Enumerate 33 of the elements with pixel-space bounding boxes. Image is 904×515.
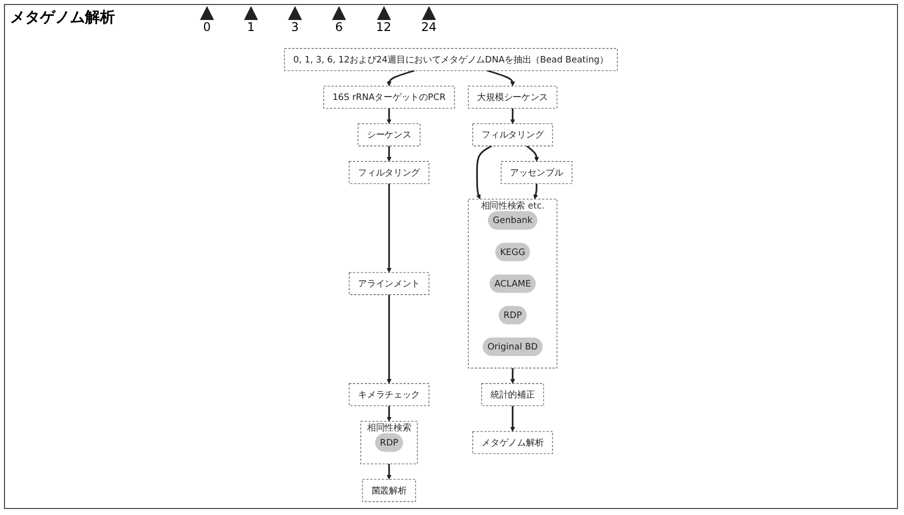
arrow (386, 464, 392, 480)
arrow (476, 145, 492, 200)
node-box: キメラチェック (349, 383, 430, 406)
arrow (487, 70, 516, 86)
node-box: 統計的補正 (481, 383, 544, 406)
arrow (510, 406, 516, 432)
arrow (386, 294, 392, 384)
arrow (386, 184, 392, 273)
week-label: 6 (335, 20, 343, 34)
node-box: 菌叢解析 (362, 479, 416, 502)
node-box: メタゲノム解析 (472, 431, 553, 454)
arrow (386, 146, 392, 162)
node-box: フィルタリング (472, 124, 553, 146)
node-box: 0, 1, 3, 6, 12および24週目においてメタゲノムDNAを抽出（Bead Beating） (284, 48, 618, 71)
week-label: 3 (291, 20, 299, 34)
arrow (386, 406, 392, 422)
week-label: 24 (421, 20, 437, 34)
arrow (533, 184, 538, 200)
node-box: 16S rRNAターゲットのPCR (324, 86, 455, 109)
node-box: アラインメント (349, 272, 430, 295)
node-box: アッセンブル (501, 161, 572, 184)
week-label: 1 (247, 20, 255, 34)
arrow (386, 108, 392, 124)
diagram-title: メタゲノム解析 (10, 8, 115, 27)
node-box: シーケンス (358, 124, 421, 146)
node-box: 大規模シーケンス (468, 86, 558, 109)
arrow (526, 145, 540, 162)
week-label: 0 (203, 20, 211, 34)
node-box: フィルタリング (349, 161, 430, 184)
arrow (510, 368, 516, 384)
week-label: 12 (376, 20, 392, 34)
arrow (510, 108, 516, 124)
arrow (386, 70, 415, 86)
